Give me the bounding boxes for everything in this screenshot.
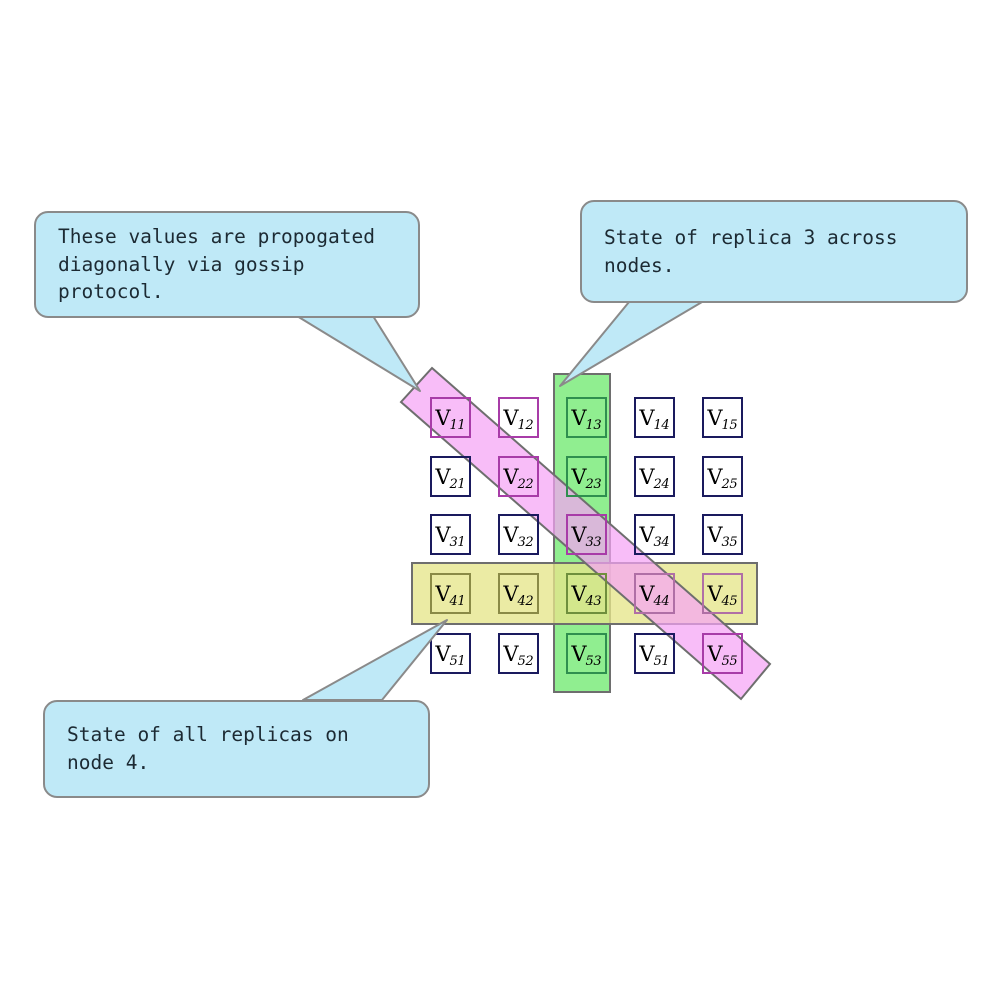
cell-v25[interactable]: V25 bbox=[702, 456, 743, 497]
cell-v51[interactable]: V51 bbox=[430, 633, 471, 674]
cell-v43[interactable]: V43 bbox=[566, 573, 607, 614]
cell-v35[interactable]: V35 bbox=[702, 514, 743, 555]
cell-label-v13: V13 bbox=[571, 406, 602, 433]
cell-v34[interactable]: V34 bbox=[634, 514, 675, 555]
cell-v54[interactable]: V51 bbox=[634, 633, 675, 674]
cell-label-v42: V42 bbox=[503, 582, 534, 609]
callout-gossip-diagonal[interactable]: These values are propogated diagonally v… bbox=[34, 211, 420, 318]
callout-tail-replica3 bbox=[559, 301, 703, 387]
callout-node-4[interactable]: State of all replicas on node 4. bbox=[43, 700, 430, 798]
cell-label-v12: V12 bbox=[503, 406, 534, 433]
cell-v23[interactable]: V23 bbox=[566, 456, 607, 497]
callout-tail-node4 bbox=[302, 619, 448, 701]
cell-v11[interactable]: V11 bbox=[430, 397, 471, 438]
cell-v53[interactable]: V53 bbox=[566, 633, 607, 674]
cell-label-v21: V21 bbox=[435, 465, 466, 492]
cell-label-v25: V25 bbox=[707, 465, 738, 492]
cell-label-v15: V15 bbox=[707, 406, 738, 433]
cell-label-v23: V23 bbox=[571, 465, 602, 492]
cell-v31[interactable]: V31 bbox=[430, 514, 471, 555]
cell-v24[interactable]: V24 bbox=[634, 456, 675, 497]
cell-v15[interactable]: V15 bbox=[702, 397, 743, 438]
cell-v21[interactable]: V21 bbox=[430, 456, 471, 497]
cell-v14[interactable]: V14 bbox=[634, 397, 675, 438]
cell-v45[interactable]: V45 bbox=[702, 573, 743, 614]
cell-label-v54: V51 bbox=[639, 642, 670, 669]
cell-v32[interactable]: V32 bbox=[498, 514, 539, 555]
cell-v41[interactable]: V41 bbox=[430, 573, 471, 614]
cell-label-v51: V51 bbox=[435, 642, 466, 669]
cell-label-v53: V53 bbox=[571, 642, 602, 669]
cell-label-v33: V33 bbox=[571, 523, 602, 550]
cell-v55[interactable]: V55 bbox=[702, 633, 743, 674]
cell-v22[interactable]: V22 bbox=[498, 456, 539, 497]
cell-v13[interactable]: V13 bbox=[566, 397, 607, 438]
cell-v12[interactable]: V12 bbox=[498, 397, 539, 438]
cell-label-v52: V52 bbox=[503, 642, 534, 669]
cell-v42[interactable]: V42 bbox=[498, 573, 539, 614]
cell-v44[interactable]: V44 bbox=[634, 573, 675, 614]
gossip-diagonal-band bbox=[399, 366, 772, 701]
cell-label-v34: V34 bbox=[639, 523, 670, 550]
cell-label-v55: V55 bbox=[707, 642, 738, 669]
cell-label-v44: V44 bbox=[639, 582, 670, 609]
cell-label-v45: V45 bbox=[707, 582, 738, 609]
cell-label-v43: V43 bbox=[571, 582, 602, 609]
cell-v33[interactable]: V33 bbox=[566, 514, 607, 555]
cell-label-v11: V11 bbox=[435, 406, 466, 433]
callout-replica-3-text: State of replica 3 across nodes. bbox=[604, 225, 898, 277]
callout-gossip-diagonal-text: These values are propogated diagonally v… bbox=[58, 224, 375, 304]
cell-label-v31: V31 bbox=[435, 523, 466, 550]
cell-label-v35: V35 bbox=[707, 523, 738, 550]
callout-replica-3[interactable]: State of replica 3 across nodes. bbox=[580, 200, 968, 303]
cell-label-v24: V24 bbox=[639, 465, 670, 492]
cell-label-v41: V41 bbox=[435, 582, 466, 609]
cell-label-v22: V22 bbox=[503, 465, 534, 492]
cell-label-v14: V14 bbox=[639, 406, 670, 433]
cell-label-v32: V32 bbox=[503, 523, 534, 550]
callout-node-4-text: State of all replicas on node 4. bbox=[67, 723, 349, 774]
callout-tail-diagonal bbox=[296, 315, 421, 392]
cell-v52[interactable]: V52 bbox=[498, 633, 539, 674]
